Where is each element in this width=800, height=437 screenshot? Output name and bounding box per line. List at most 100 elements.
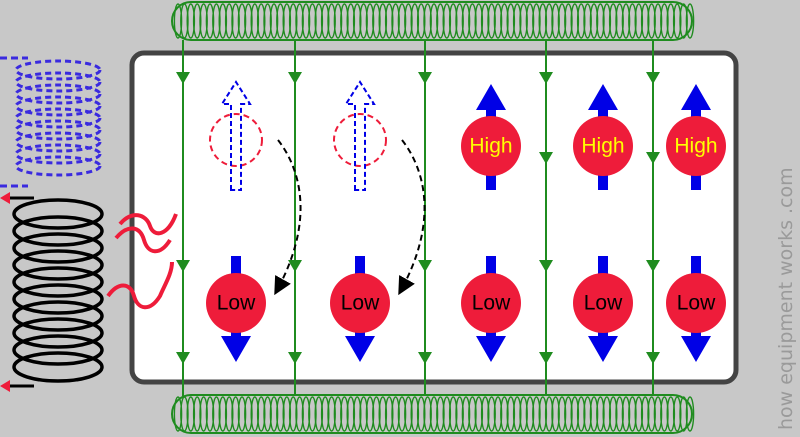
coil-turn <box>397 396 407 432</box>
coil-turn <box>564 3 573 39</box>
receiver-turn <box>14 131 102 153</box>
field-arrow-icon <box>646 352 660 364</box>
magnetic-field-lines <box>176 40 660 396</box>
rf-wave-icon <box>106 213 178 310</box>
coil-turn <box>608 3 618 39</box>
high-label: High <box>674 135 717 158</box>
coil-turn <box>391 396 400 432</box>
receiver-turn <box>14 119 102 141</box>
coil-turn <box>429 396 439 432</box>
coil-turn <box>653 3 663 39</box>
field-arrow-icon <box>646 72 660 84</box>
coil-turn <box>244 396 253 432</box>
coil-turn <box>525 396 535 432</box>
coil-turn <box>589 396 599 432</box>
coil-turn <box>615 396 624 432</box>
coil-turn <box>423 396 432 432</box>
transmit-turn <box>12 334 104 366</box>
coil-turn <box>327 396 336 432</box>
coil-turn <box>557 396 567 432</box>
coil-turn <box>416 396 426 432</box>
low-label: Low <box>584 292 623 315</box>
coil-outline <box>171 1 693 41</box>
low-spin-1: Low <box>206 256 266 362</box>
coil-turn <box>436 396 445 432</box>
coil-turn <box>615 3 624 39</box>
coil-turn <box>672 396 682 432</box>
transmit-coil <box>0 192 104 392</box>
coil-turn <box>679 396 688 432</box>
transmit-turn <box>12 283 104 315</box>
coil-turn <box>352 3 362 39</box>
coil-turn <box>685 396 695 432</box>
coil-turn <box>570 3 580 39</box>
coil-turn <box>391 3 400 39</box>
coil-turn <box>493 396 503 432</box>
coil-turn <box>468 3 477 39</box>
coil-turn <box>666 3 676 39</box>
ghost-spin-arrow-icon <box>220 80 252 191</box>
coil-turn <box>269 3 279 39</box>
coil-turn <box>244 3 253 39</box>
coil-turn <box>384 396 394 432</box>
coil-turn <box>685 3 695 39</box>
coil-turn <box>288 3 298 39</box>
coil-turn <box>282 3 292 39</box>
coil-turn <box>359 396 368 432</box>
coil-turn <box>487 3 496 39</box>
coil-turn <box>224 396 234 432</box>
coil-turn <box>404 3 413 39</box>
coil-turn <box>372 396 381 432</box>
coil-turn <box>551 396 560 432</box>
coil-turn <box>256 396 266 432</box>
coil-turn <box>212 396 221 432</box>
coil-turn <box>666 396 676 432</box>
coil-turn <box>314 3 324 39</box>
coil-turn <box>640 396 650 432</box>
coil-turn <box>237 396 247 432</box>
coil-turn <box>205 3 215 39</box>
coil-turn <box>538 3 548 39</box>
coil-turn <box>416 3 426 39</box>
nucleus <box>206 273 266 333</box>
coil-turn <box>429 3 439 39</box>
coil-turn <box>397 3 407 39</box>
coil-turn <box>423 3 432 39</box>
coil-turn <box>263 3 272 39</box>
coil-turn <box>410 396 420 432</box>
coil-turn <box>525 3 535 39</box>
receiver-turn <box>14 83 102 105</box>
flip-path-arrow-icon <box>274 139 302 296</box>
coil-turn <box>199 3 208 39</box>
transmit-turn <box>12 198 104 230</box>
coil-turn <box>295 3 304 39</box>
coil-turn <box>532 396 541 432</box>
coil-turn <box>634 3 644 39</box>
coil-turn <box>621 396 631 432</box>
coil-turn <box>519 396 528 432</box>
coil-turn <box>628 3 637 39</box>
coil-turn <box>224 3 234 39</box>
coil-turn <box>448 396 458 432</box>
bottom-magnet-coil <box>171 394 695 434</box>
field-arrow-icon <box>418 72 432 84</box>
low-label: Low <box>341 292 380 315</box>
coil-turn <box>455 3 464 39</box>
receiver-turn <box>14 59 102 81</box>
coil-turn <box>314 396 324 432</box>
rf-wave-middle <box>114 226 172 254</box>
coil-turn <box>500 3 509 39</box>
coil-turn <box>564 396 573 432</box>
coil-turn <box>199 396 208 432</box>
coil-turn <box>250 3 260 39</box>
field-arrow-icon <box>176 260 190 272</box>
coil-turn <box>288 396 298 432</box>
field-arrow-icon <box>418 260 432 272</box>
coil-turn <box>218 396 228 432</box>
field-arrow-icon <box>176 72 190 84</box>
top-magnet-coil <box>171 1 695 41</box>
nucleus <box>573 116 633 176</box>
field-arrow-icon <box>176 352 190 364</box>
lead-arrow-icon <box>0 380 10 392</box>
